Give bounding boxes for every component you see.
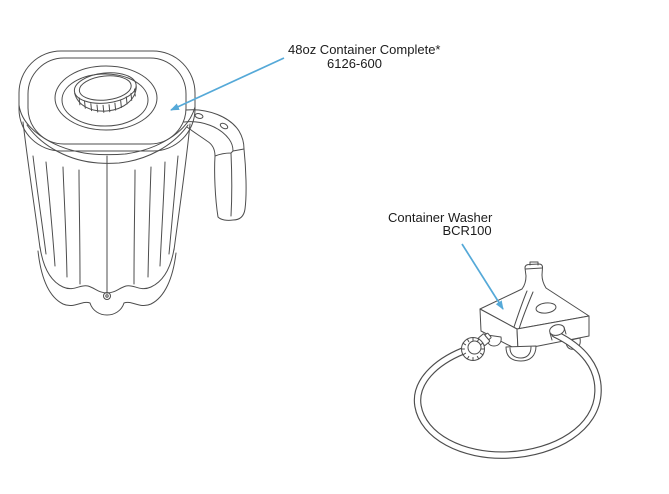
fitting-tab — [529, 261, 539, 266]
washer-bottom-boss — [505, 345, 537, 362]
base-socket-dot — [105, 294, 109, 298]
handle-grip-outline — [186, 126, 247, 221]
washer-part-number: BCR100 — [442, 223, 492, 238]
fitting-cap — [524, 263, 543, 277]
body-right-edge — [173, 123, 191, 251]
washer-part-name: Container Washer — [388, 209, 493, 225]
handle-front-edge — [230, 152, 233, 217]
coupling-tip — [484, 332, 492, 340]
lid-recess-outer — [54, 65, 158, 131]
handle-joint-lines — [214, 148, 245, 157]
hose-inner — [414, 331, 601, 458]
cap-top — [73, 72, 137, 104]
container-callout-arrow — [170, 57, 285, 111]
lid-skirt — [18, 104, 196, 156]
container-illustration — [18, 50, 247, 316]
handle-detail-oval-1 — [194, 113, 204, 119]
base-socket-detail — [103, 292, 111, 300]
washer-bottom-boss-inner — [509, 346, 532, 359]
lid-recess-inner — [61, 73, 149, 127]
coupling-knurl-ticks — [461, 337, 485, 361]
fitting-neck — [521, 274, 547, 290]
hose-coupling — [461, 332, 492, 361]
handle-detail-oval-2 — [219, 122, 229, 130]
coupling-nut-inner — [467, 340, 482, 355]
lid-top-face — [27, 57, 187, 145]
washer-illustration — [413, 261, 602, 459]
washer-spine-rib — [513, 290, 534, 330]
washer-callout-arrow — [461, 243, 504, 310]
container-part-name: 48oz Container Complete* — [288, 42, 441, 57]
cap-knurl-ticks — [78, 88, 136, 113]
lid-outline — [18, 50, 196, 152]
cap-top-inner — [78, 75, 132, 101]
fitting-cap-line — [525, 267, 543, 270]
lid-cap — [73, 72, 137, 113]
base-outline — [37, 250, 177, 316]
hose-port-neck — [549, 326, 567, 341]
handle — [183, 109, 247, 221]
body-left-edge — [22, 121, 41, 249]
callout-leaders — [170, 57, 504, 310]
jar-rim — [26, 124, 189, 164]
washer-top-fitting — [521, 261, 547, 290]
container-part-number: 6126-600 — [327, 55, 382, 71]
body-flutes — [32, 155, 179, 285]
washer-top-recess — [535, 302, 557, 314]
handle-top-inner — [183, 121, 234, 152]
handle-top-outer — [185, 109, 245, 150]
